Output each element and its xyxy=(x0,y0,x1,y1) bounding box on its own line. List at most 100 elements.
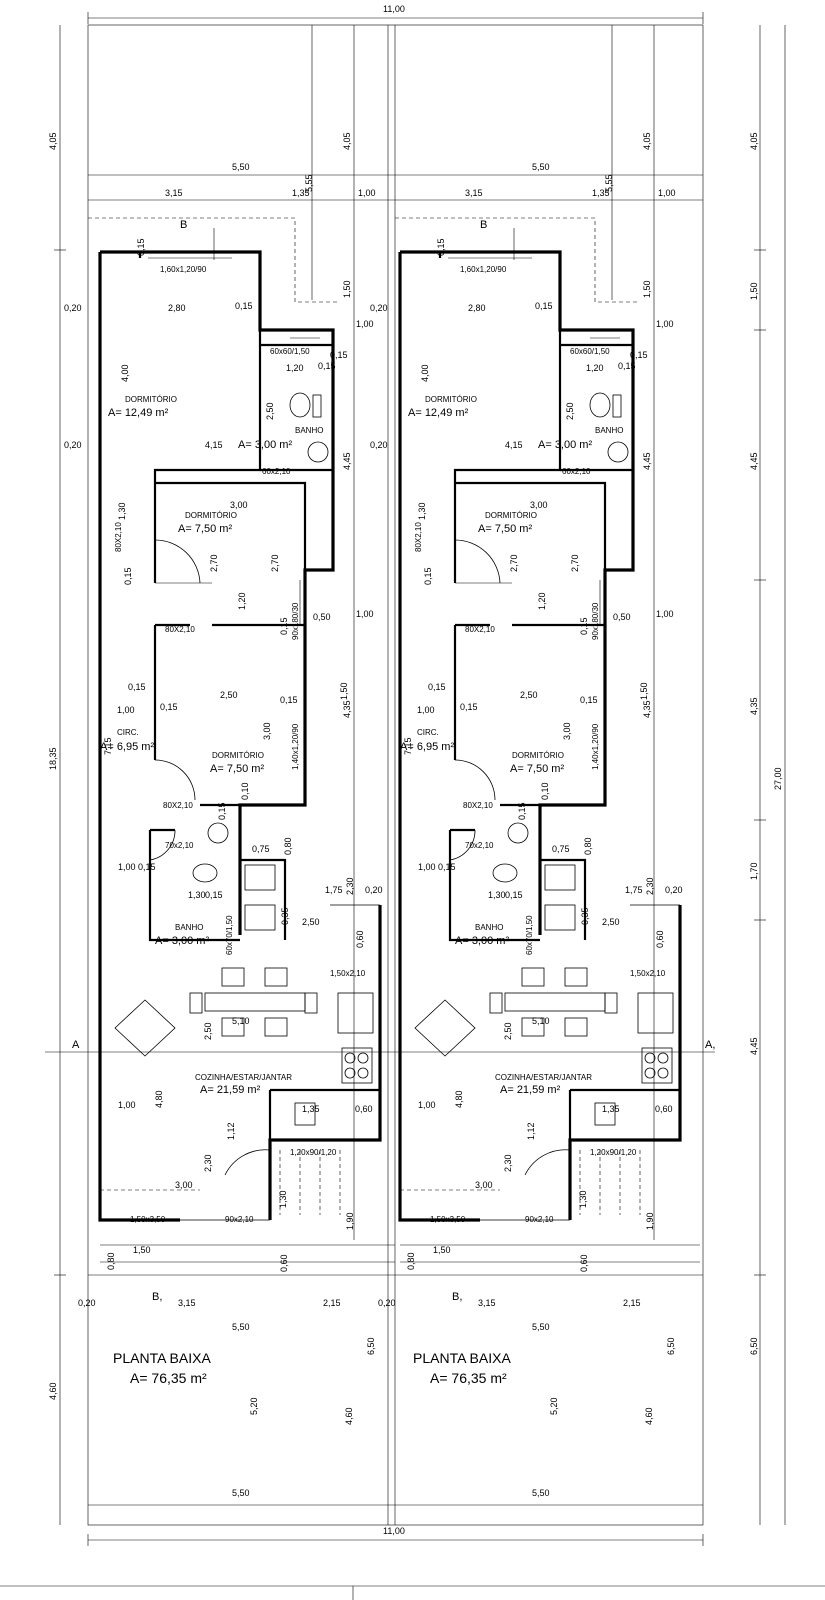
dim-15: 1,20 xyxy=(537,592,547,610)
dim-28: 0,80 xyxy=(283,837,293,855)
dim-16: 0,15 xyxy=(423,567,433,585)
dim-18: 0,15 xyxy=(579,617,589,635)
right-dim-5: 1,70 xyxy=(749,862,759,880)
room-circ-area: A= 6,95 m² xyxy=(400,741,454,753)
dim-27: 0,75 xyxy=(552,844,570,854)
dim-13: 2,70 xyxy=(209,554,219,572)
opening-w8: 1,50x3,50 xyxy=(130,1215,166,1224)
opening-door1: 80X2,10 xyxy=(114,522,123,552)
dim-7: 0,15 xyxy=(318,361,336,371)
dim-50: 0,80 xyxy=(106,1252,116,1270)
top-vert: 5,55 xyxy=(604,174,614,192)
room-dormitorio-1: DORMITÓRIO xyxy=(125,395,177,404)
dim-34: 0,20 xyxy=(365,885,383,895)
dim-39: 5,10 xyxy=(232,1016,250,1026)
dim-54: 2,15 xyxy=(623,1298,641,1308)
dim-7: 0,15 xyxy=(618,361,636,371)
section-a-label-right: A, xyxy=(705,1039,715,1051)
opening-w3: 60x2,10 xyxy=(562,467,591,476)
dim-36: 0,35 xyxy=(280,907,290,925)
opening-door4: 70x2,10 xyxy=(465,841,494,850)
dim-67: 0,15 xyxy=(630,350,648,360)
dim-5: 0,20 xyxy=(370,303,388,313)
dim-1: 0,15 xyxy=(436,238,446,256)
dim-26: 0,15 xyxy=(217,802,227,820)
section-b-bottom: B, xyxy=(152,1291,162,1303)
dim-14: 2,70 xyxy=(270,554,280,572)
dim-64: 4,35 xyxy=(342,700,352,718)
global-dimensions: 11,00 11,00 27,00 4,05 1,50 4,45 4,35 1,… xyxy=(0,4,825,1600)
dim-53: 3,15 xyxy=(478,1298,496,1308)
opening-w7: 1,20x90/1,20 xyxy=(590,1148,637,1157)
room-banho-1-area: A= 3,00 m² xyxy=(538,439,592,451)
top-width: 5,50 xyxy=(232,162,250,172)
dim-28: 0,80 xyxy=(583,837,593,855)
section-b-bottom: B, xyxy=(452,1291,462,1303)
dim-21: 1,00 xyxy=(417,705,435,715)
top-seg-2: 1,35 xyxy=(292,188,310,198)
dim-42: 1,35 xyxy=(302,1104,320,1114)
dim-18: 0,15 xyxy=(279,617,289,635)
room-banho-2-area: A= 3,00 m² xyxy=(455,935,509,947)
dim-32: 2,30 xyxy=(645,877,655,895)
dim-58: 5,50 xyxy=(232,1488,250,1498)
dim-13: 2,70 xyxy=(509,554,519,572)
dim-16: 0,15 xyxy=(123,567,133,585)
opening-w2: 60x60/1,50 xyxy=(270,347,310,356)
dim-58: 5,50 xyxy=(532,1488,550,1498)
mid-setback: 4,05 xyxy=(642,132,652,150)
room-banho-2-area: A= 3,00 m² xyxy=(155,935,209,947)
dim-44: 1,12 xyxy=(226,1122,236,1140)
opening-w8: 1,50x3,50 xyxy=(430,1215,466,1224)
dim-11: 3,00 xyxy=(530,500,548,510)
room-cozinha: COZINHA/ESTAR/JANTAR xyxy=(195,1073,292,1082)
dim-2: 2,80 xyxy=(468,303,486,313)
dim-55: 5,50 xyxy=(232,1322,250,1332)
dim-64: 4,35 xyxy=(642,700,652,718)
dim-22: 0,15 xyxy=(460,702,478,712)
opening-w6: 60x70/1,50 xyxy=(525,915,534,955)
dim-37: 0,60 xyxy=(655,930,665,948)
top-seg-3: 1,00 xyxy=(658,188,676,198)
top-seg-1: 3,15 xyxy=(465,188,483,198)
room-banho-1: BANHO xyxy=(295,426,323,435)
overall-depth-right: 27,00 xyxy=(773,767,783,790)
right-dim-7: 6,50 xyxy=(749,1337,759,1355)
dim-35: 2,50 xyxy=(602,917,620,927)
dim-12: 1,30 xyxy=(117,502,127,520)
dim-8: 2,50 xyxy=(565,402,575,420)
dim-43: 0,60 xyxy=(355,1104,373,1114)
dim-67: 0,15 xyxy=(330,350,348,360)
dim-34: 0,20 xyxy=(665,885,683,895)
opening-door4: 70x2,10 xyxy=(165,841,194,850)
dim-30: 1,30 xyxy=(488,890,506,900)
opening-door3: 80X2,10 xyxy=(163,801,193,810)
opening-door6: 90x2,10 xyxy=(225,1215,254,1224)
dim-3: 0,15 xyxy=(535,301,553,311)
dim-19: 2,50 xyxy=(520,690,538,700)
dim-45: 2,30 xyxy=(503,1154,513,1172)
house-unit-right: 5,50 3,15 1,35 1,00 5,55 4,05 B A, xyxy=(370,25,715,1498)
room-dormitorio-3-area: A= 7,50 m² xyxy=(210,763,264,775)
dim-25: 0,10 xyxy=(540,782,550,800)
opening-door1: 80X2,10 xyxy=(414,522,423,552)
dim-6: 1,20 xyxy=(286,363,304,373)
top-vert: 5,55 xyxy=(304,174,314,192)
dim-63: 0,15 xyxy=(280,695,298,705)
room-dormitorio-3-area: A= 7,50 m² xyxy=(510,763,564,775)
dim-62: 1,00 xyxy=(656,609,674,619)
left-back-setback: 4,60 xyxy=(48,1382,58,1400)
dim-40: 4,80 xyxy=(154,1090,164,1108)
dim-60: 4,45 xyxy=(342,452,352,470)
dim-32: 2,30 xyxy=(345,877,355,895)
overall-width-bottom: 11,00 xyxy=(383,1526,405,1536)
opening-w6: 60x70/1,50 xyxy=(225,915,234,955)
dim-5: 0,20 xyxy=(64,303,82,313)
dim-45: 2,30 xyxy=(203,1154,213,1172)
dim-10: 0,20 xyxy=(64,440,82,450)
room-dormitorio-1-area: A= 12,49 m² xyxy=(108,407,169,419)
dim-66: 1,50 xyxy=(339,682,349,700)
right-dim-3: 4,45 xyxy=(749,452,759,470)
room-cozinha-area: A= 21,59 m² xyxy=(500,1084,561,1096)
dim-50: 0,80 xyxy=(406,1252,416,1270)
